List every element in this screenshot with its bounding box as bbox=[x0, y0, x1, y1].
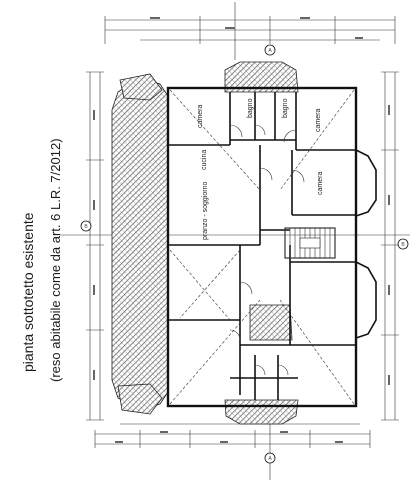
room-label-camera-top-right: camera bbox=[315, 109, 322, 132]
door-swings bbox=[229, 124, 305, 376]
dimension-ticks bbox=[93, 17, 390, 443]
section-marker-a-bottom-label: A bbox=[268, 456, 272, 462]
section-marker-a-label: A bbox=[268, 48, 272, 54]
room-label-camera-right: camera bbox=[317, 172, 324, 195]
room-label-bagno-1: bagno bbox=[247, 98, 254, 118]
stairwell bbox=[284, 227, 336, 259]
bay-right-upper bbox=[355, 149, 377, 217]
room-label-cucina: cucina bbox=[201, 150, 208, 170]
bay-top bbox=[224, 61, 299, 93]
dimension-lines-top bbox=[104, 2, 396, 60]
section-marker-a-top: A bbox=[264, 44, 276, 56]
roof-hatch-center bbox=[249, 304, 293, 341]
room-label-camera-top-left: camera bbox=[197, 105, 204, 128]
drawing-caption: pianta sottotetto esistente (reso abitab… bbox=[14, 120, 84, 400]
interior-walls bbox=[168, 92, 356, 400]
bay-bottom-left bbox=[117, 383, 163, 415]
roof-hatch-left bbox=[111, 77, 169, 411]
section-marker-b-right-label: B bbox=[401, 242, 405, 248]
building-outline bbox=[166, 86, 358, 408]
section-marker-b-right: B bbox=[397, 238, 409, 250]
section-marker-b-label: B bbox=[84, 224, 88, 230]
room-label-pranzo-soggiorno: pranzo - soggiorno bbox=[202, 182, 209, 240]
bay-right-lower bbox=[355, 261, 377, 339]
roof-ridges bbox=[169, 89, 355, 405]
section-marker-a-bottom: A bbox=[264, 452, 276, 464]
bay-bottom bbox=[224, 399, 299, 425]
caption-title: pianta sottotetto esistente bbox=[20, 212, 36, 372]
section-marker-b-left: B bbox=[80, 220, 92, 232]
dimension-lines-bottom bbox=[94, 420, 371, 480]
bay-top-left bbox=[119, 73, 163, 101]
caption-subtitle: (reso abitabile come da art. 6 L.R. 7/20… bbox=[48, 138, 63, 382]
room-label-bagno-2: bagno bbox=[282, 98, 289, 118]
